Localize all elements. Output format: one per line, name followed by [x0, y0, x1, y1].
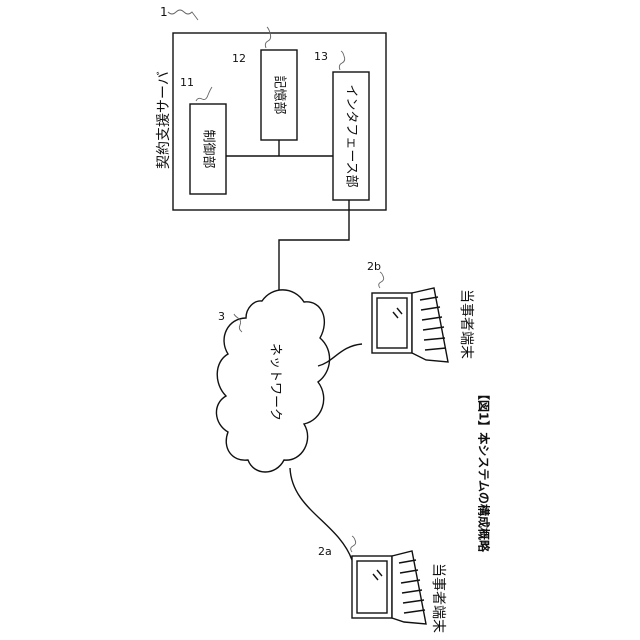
terminal-2b-keyboard	[412, 288, 448, 362]
terminal-2b-ref: 2b	[367, 260, 381, 273]
network-label: ネットワーク	[268, 343, 283, 421]
terminal-2a-label: 当事者端末	[430, 563, 446, 633]
terminal-2b-label: 当事者端末	[458, 289, 474, 359]
terminal-2b-ref-leader	[379, 272, 384, 288]
server-label: 契約支援サーバ	[156, 71, 172, 169]
terminal-2b: 2b 当事者端末	[367, 260, 474, 362]
terminal-2a-ref-leader	[351, 536, 356, 552]
storage-unit-label: 記憶部	[272, 75, 288, 114]
terminal-2b-screen-inner	[377, 298, 407, 348]
control-unit-label: 制御部	[201, 129, 216, 168]
network: ネットワーク 3	[216, 290, 329, 472]
control-unit-ref: 11	[180, 76, 194, 89]
server-ref-leader	[168, 10, 198, 20]
server-ref: 1	[160, 5, 168, 19]
storage-unit-ref: 12	[232, 52, 246, 65]
contract-support-server: 1 契約支援サーバ 制御部 11 記憶部 12 インタフェース部 13	[156, 5, 386, 210]
figure-caption: 【図1】本システムの構成概略	[477, 388, 492, 553]
terminal-2a-keyboard	[392, 551, 426, 624]
network-ref: 3	[218, 310, 225, 323]
terminal-2a-screen-inner	[357, 561, 387, 613]
interface-unit-label: インタフェース部	[344, 84, 359, 187]
terminal-2a-ref: 2a	[318, 545, 332, 558]
interface-unit-ref: 13	[314, 50, 328, 63]
terminal-2a: 2a 当事者端末	[318, 536, 446, 633]
server-network-link	[279, 200, 349, 296]
